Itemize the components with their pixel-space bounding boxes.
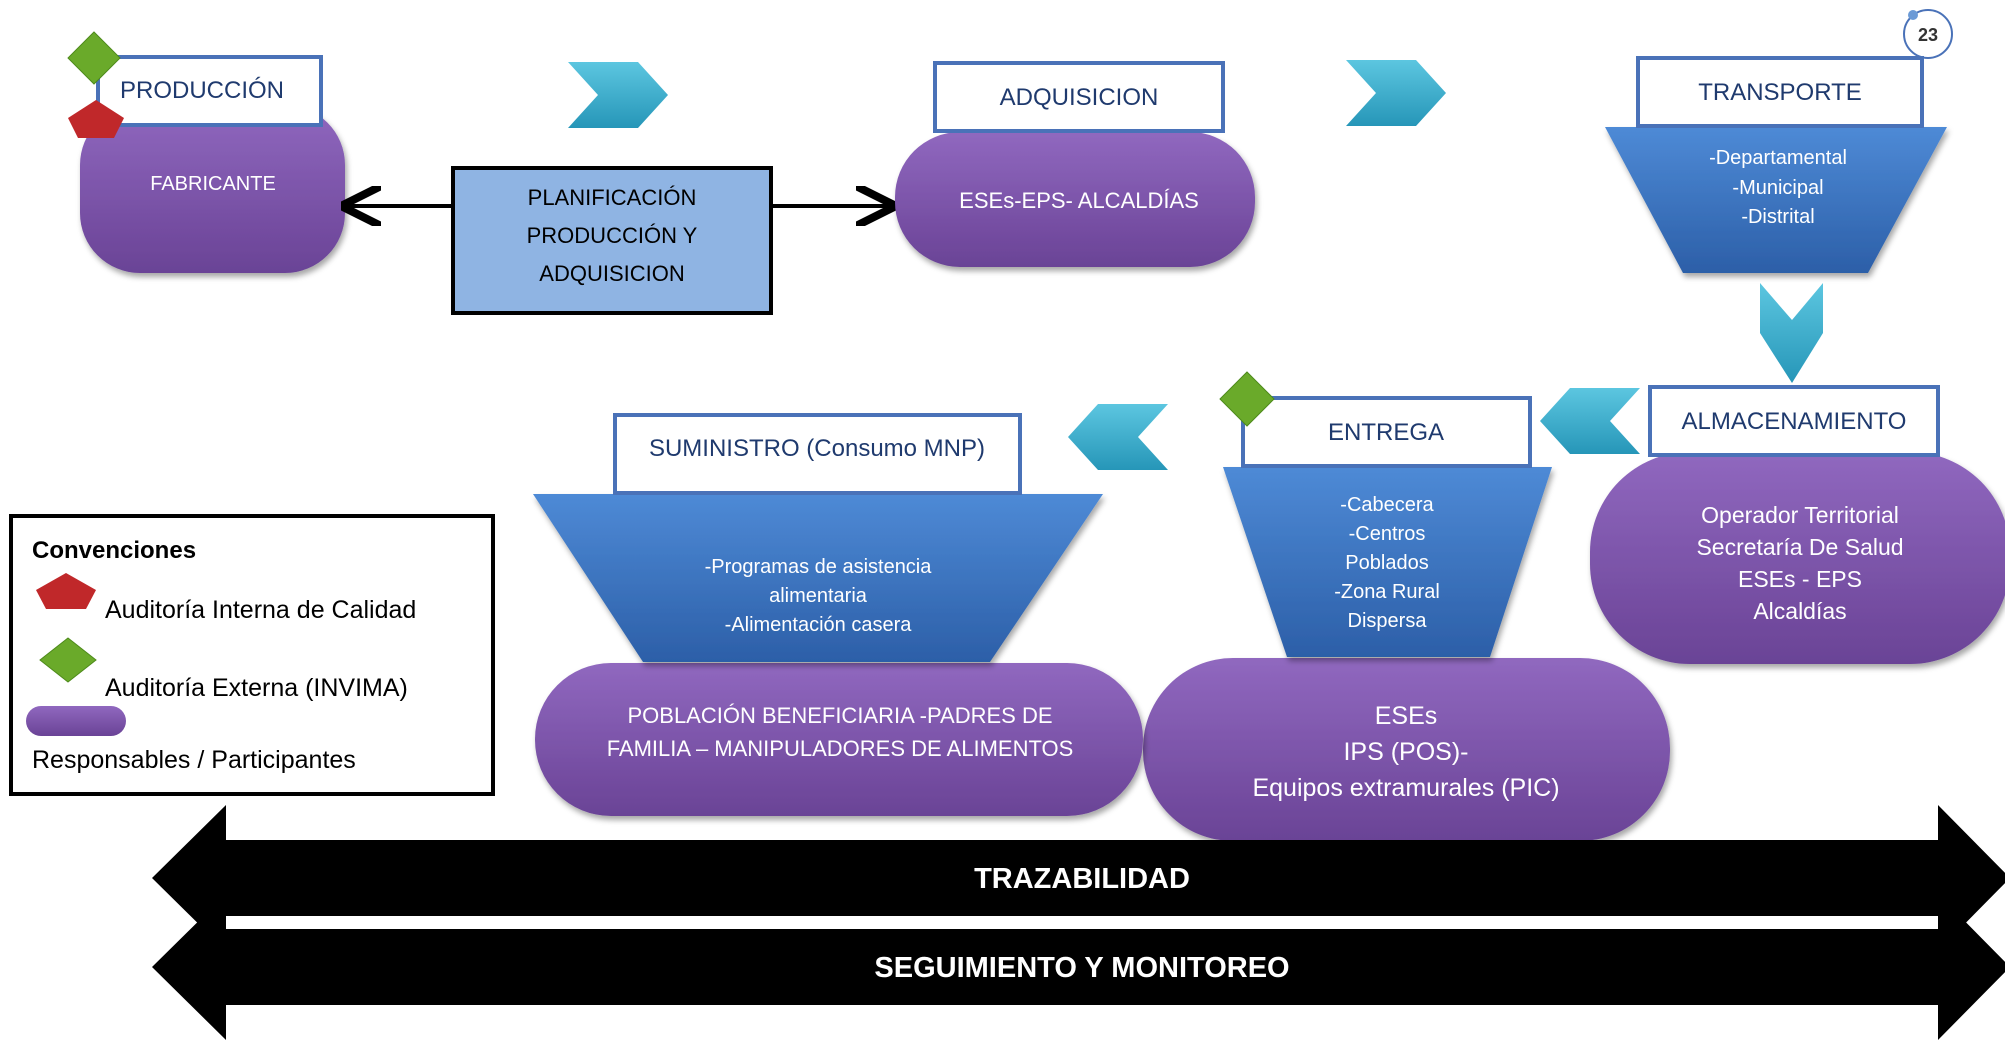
suministro-body-line-1: POBLACIÓN BENEFICIARIA -PADRES DE: [627, 703, 1052, 728]
seguimiento-arrow: SEGUIMIENTO Y MONITOREO: [152, 894, 2005, 1040]
suministro-funnel: [533, 494, 1103, 662]
suministro-title-box: [613, 413, 1022, 495]
seguimiento-label: SEGUIMIENTO Y MONITOREO: [874, 952, 1289, 984]
suministro-body-line-2: FAMILIA – MANIPULADORES DE ALIMENTOS: [607, 736, 1074, 761]
entrega-funnel-line-2: -Centros: [1349, 523, 1426, 545]
legend-pentagon-icon: [36, 573, 96, 609]
almacenamiento-title: ALMACENAMIENTO: [1682, 408, 1907, 435]
entrega-external-audit-diamond-icon: [1219, 371, 1275, 427]
legend-title: Convenciones: [32, 537, 196, 564]
flow-chevron-down-notch: [1760, 283, 1823, 320]
legend: Convenciones Auditoría Interna de Calida…: [9, 514, 495, 796]
entrega-body-shape: [1143, 658, 1670, 841]
suministro-funnel-line-2: alimentaria: [769, 585, 868, 607]
entrega-body-line-1: ESEs: [1375, 702, 1438, 730]
entrega-funnel-line-5: Dispersa: [1348, 610, 1428, 632]
stage-suministro: SUMINISTRO (Consumo MNP) -Programas de a…: [533, 413, 1143, 816]
stage-produccion: PRODUCCIÓN FABRICANTE: [67, 31, 345, 273]
legend-participants: Responsables / Participantes: [32, 746, 356, 774]
stage-almacenamiento: ALMACENAMIENTO Operador Territorial Secr…: [1590, 385, 2005, 664]
trazabilidad-arrow-shape: [152, 805, 2005, 951]
produccion-title-box: [96, 55, 323, 127]
legend-diamond-icon: [39, 637, 97, 683]
transporte-title-box: [1636, 56, 1924, 128]
page-number-dot: [1908, 10, 1918, 20]
adquisicion-title: ADQUISICION: [1000, 84, 1159, 111]
stage-transporte: TRANSPORTE -Departamental -Municipal -Di…: [1605, 56, 1947, 273]
trazabilidad-arrow: TRAZABILIDAD: [152, 805, 2005, 951]
stage-adquisicion: ADQUISICION ESEs-EPS- ALCALDÍAS: [895, 61, 1255, 267]
almacenamiento-line-2: Secretaría De Salud: [1696, 534, 1903, 560]
flow-chevron-right-2-icon: [1346, 60, 1446, 126]
internal-audit-pentagon-icon: [68, 100, 124, 138]
adquisicion-body: ESEs-EPS- ALCALDÍAS: [959, 188, 1199, 213]
entrega-funnel: [1223, 467, 1552, 657]
flow-chevron-left-1-icon: [1540, 388, 1640, 454]
transporte-line-1: -Departamental: [1709, 147, 1847, 169]
adquisicion-title-box: [933, 61, 1225, 133]
almacenamiento-line-1: Operador Territorial: [1701, 502, 1899, 528]
entrega-title-box: [1241, 396, 1532, 468]
suministro-title: SUMINISTRO (Consumo MNP): [649, 435, 985, 462]
planificacion-line-1: PLANIFICACIÓN: [528, 185, 697, 210]
legend-external-audit: Auditoría Externa (INVIMA): [105, 674, 408, 702]
transporte-line-3: -Distrital: [1741, 206, 1814, 228]
adquisicion-body-shape: [895, 132, 1255, 267]
entrega-title: ENTREGA: [1328, 419, 1444, 446]
legend-internal-audit: Auditoría Interna de Calidad: [105, 596, 416, 624]
entrega-funnel-line-1: -Cabecera: [1340, 494, 1434, 516]
trazabilidad-label: TRAZABILIDAD: [974, 863, 1190, 895]
stage-entrega: ENTREGA -Cabecera -Centros Poblados -Zon…: [1143, 371, 1670, 841]
flow-chevron-down-icon: [1760, 283, 1823, 383]
flow-chevron-right-1-icon: [568, 62, 668, 128]
external-audit-diamond-icon: [67, 31, 121, 85]
transporte-funnel: [1605, 127, 1947, 273]
suministro-funnel-line-3: -Alimentación casera: [725, 614, 913, 636]
almacenamiento-line-4: Alcaldías: [1753, 598, 1846, 624]
planificacion-box: [451, 166, 773, 315]
almacenamiento-title-box: [1648, 385, 1940, 457]
planificacion-line-3: ADQUISICION: [539, 261, 684, 286]
legend-box: [9, 514, 495, 796]
seguimiento-arrow-shape: [152, 894, 2005, 1040]
page-number: 23: [1918, 25, 1938, 45]
entrega-funnel-line-4: -Zona Rural: [1334, 581, 1440, 603]
page-number-badge: [1903, 9, 1953, 59]
planificacion-line-2: PRODUCCIÓN Y: [527, 223, 698, 248]
entrega-funnel-line-3: Poblados: [1345, 552, 1428, 574]
produccion-title: PRODUCCIÓN: [120, 77, 284, 104]
legend-participant-swatch: [26, 706, 126, 736]
produccion-body: FABRICANTE: [150, 173, 276, 195]
suministro-funnel-line-1: -Programas de asistencia: [705, 556, 933, 578]
almacenamiento-body-shape: [1590, 452, 2005, 664]
flow-chevron-left-2-icon: [1068, 404, 1168, 470]
planificacion-block: PLANIFICACIÓN PRODUCCIÓN Y ADQUISICION: [345, 166, 892, 315]
produccion-body-shape: [80, 105, 345, 273]
suministro-body-shape: [535, 663, 1143, 816]
almacenamiento-line-3: ESEs - EPS: [1738, 566, 1862, 592]
transporte-line-2: -Municipal: [1732, 177, 1823, 199]
entrega-body-line-3: Equipos extramurales (PIC): [1252, 774, 1559, 802]
entrega-body-line-2: IPS (POS)-: [1343, 738, 1468, 766]
transporte-title: TRANSPORTE: [1698, 79, 1862, 106]
